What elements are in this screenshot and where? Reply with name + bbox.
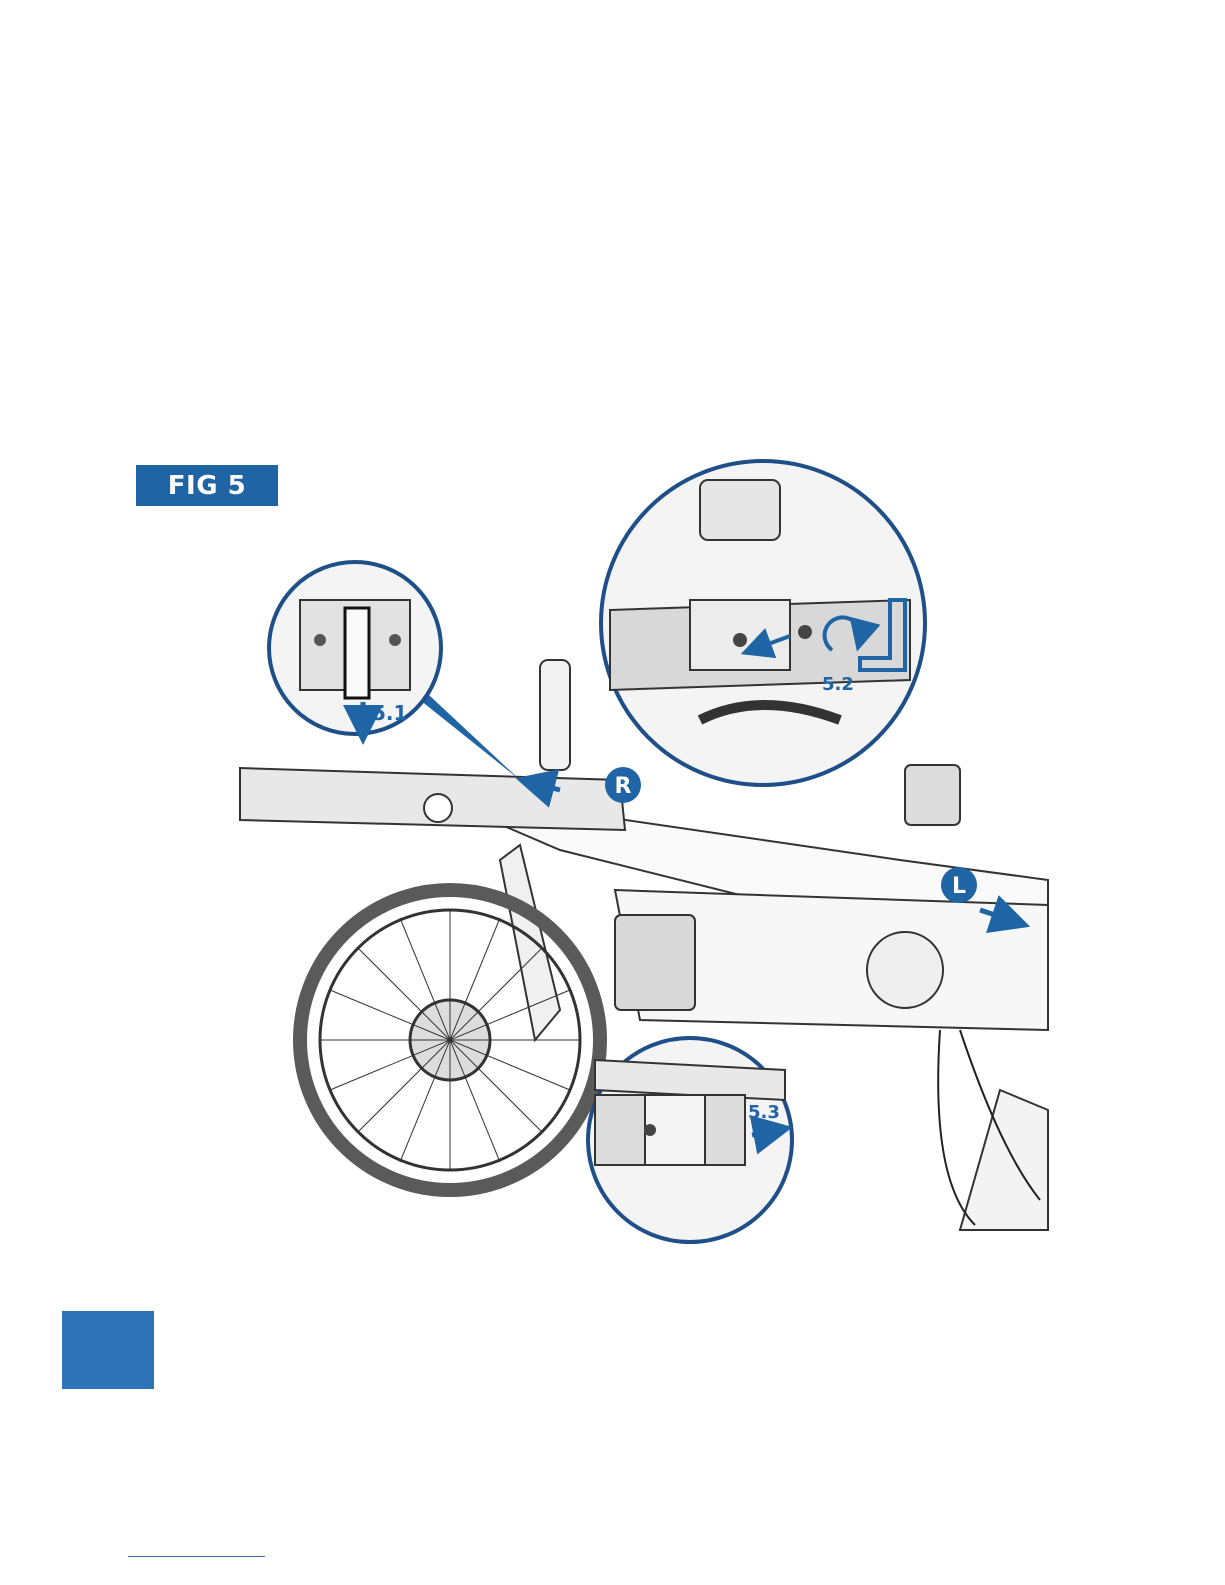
detail-circle-5-2: 5.2	[601, 461, 925, 785]
section-marker-square	[62, 1311, 154, 1389]
footer-rule	[128, 1556, 265, 1557]
callout-5-2: 5.2	[822, 674, 854, 695]
callout-5-1: 5.1	[372, 701, 407, 725]
badge-l-label: L	[952, 874, 966, 899]
front-wheel-sketch	[300, 890, 600, 1190]
badge-r-label: R	[615, 774, 632, 799]
callout-5-3: 5.3	[748, 1102, 780, 1123]
detail-circle-5-1: 5.1	[269, 562, 441, 734]
detail-circle-5-3: 5.3	[588, 1038, 792, 1242]
